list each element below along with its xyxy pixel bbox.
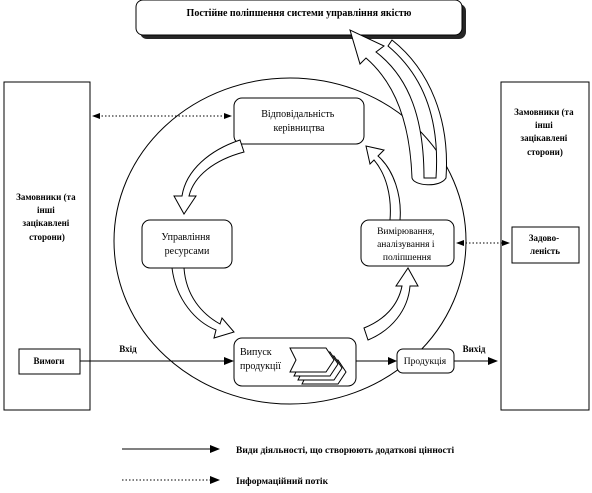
management-responsibility-box: Відповідальність керівництва bbox=[233, 97, 365, 145]
output-flow-arrow: Вихід bbox=[454, 344, 498, 365]
cycle-arrow-product-to-measurement bbox=[363, 267, 419, 341]
continual-improvement-arrow bbox=[349, 29, 447, 186]
cycle-arrow-measurement-to-management bbox=[365, 145, 401, 221]
input-flow-arrow: Вхід bbox=[80, 344, 234, 365]
legend-information-flow: Інформаційний потік bbox=[122, 476, 329, 487]
requirements-label: Вимоги bbox=[34, 356, 65, 366]
input-label: Вхід bbox=[119, 344, 137, 354]
continual-improvement-label: Постійне поліпшення системи управління я… bbox=[187, 8, 412, 19]
satisfaction-box bbox=[511, 226, 580, 264]
info-flow-right bbox=[456, 240, 510, 246]
product-to-output-arrow bbox=[356, 357, 397, 365]
measurement-analysis-label: Вимірювання, аналізування і поліпшення bbox=[377, 227, 437, 263]
resource-management-box: Управління ресурсами bbox=[141, 219, 233, 269]
product-realization-label: Випуск продукції bbox=[240, 347, 281, 372]
management-responsibility-label: Відповідальність керівництва bbox=[261, 109, 337, 134]
product-output-label: Продукція bbox=[404, 357, 447, 367]
process-cycle-circle bbox=[113, 77, 467, 405]
measurement-analysis-box: Вимірювання, аналізування і поліпшення bbox=[360, 219, 455, 267]
continual-improvement-box: Постійне поліпшення системи управління я… bbox=[135, 0, 466, 39]
customers-output-title: Замовники (та інші зацікавлені сторони) bbox=[514, 107, 576, 157]
product-output-box: Продукція bbox=[396, 348, 455, 374]
info-flow-left bbox=[92, 113, 232, 119]
satisfaction-label: Задово- леність bbox=[529, 233, 562, 256]
legend: Види діяльності, що створюють додаткові … bbox=[122, 445, 454, 487]
requirements-box bbox=[18, 348, 81, 375]
output-label: Вихід bbox=[463, 344, 486, 354]
product-realization-box: Випуск продукції bbox=[233, 337, 357, 387]
resource-management-label: Управління ресурсами bbox=[161, 232, 212, 257]
cycle-arrow-management-to-resources bbox=[173, 139, 245, 215]
customers-output-panel: Замовники (та інші зацікавлені сторони) … bbox=[500, 81, 590, 411]
process-chevron-stack-icon bbox=[289, 347, 347, 385]
customers-input-title: Замовники (та інші зацікавлені сторони) bbox=[16, 192, 78, 242]
legend-information-flow-label: Інформаційний потік bbox=[236, 476, 329, 487]
customers-input-panel: Замовники (та інші зацікавлені сторони) … bbox=[3, 81, 91, 411]
legend-value-activity-label: Види діяльності, що створюють додаткові … bbox=[236, 445, 454, 456]
cycle-arrow-resources-to-product bbox=[171, 267, 235, 339]
legend-value-activity: Види діяльності, що створюють додаткові … bbox=[122, 445, 454, 456]
